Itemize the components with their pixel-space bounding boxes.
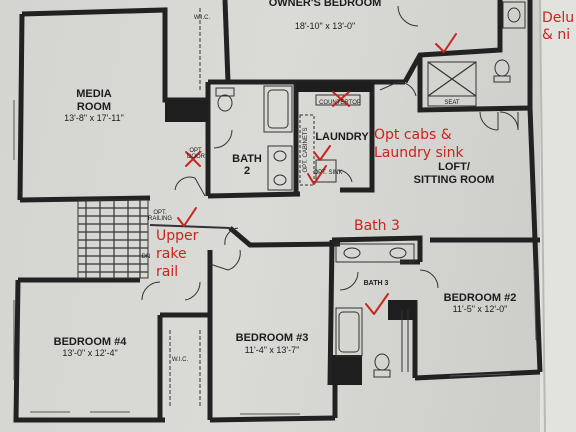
owners-bedroom-label: OWNER'S BEDROOM [269, 0, 382, 9]
opt-door-label-line1: OPT. [189, 148, 203, 154]
media-room-dims: 13'-8" x 17'-11" [64, 113, 124, 123]
vanity-icon [335, 243, 415, 263]
checkmark-icon [435, 33, 457, 53]
checkmark-icon [313, 145, 331, 161]
note-opt-cabs-line1: Opt cabs & [374, 127, 452, 143]
opt-railing-label-line2: RAILING [148, 216, 172, 222]
bedroom4-label: BEDROOM #4 [54, 336, 128, 348]
loft-label-line2: SITTING ROOM [414, 174, 495, 186]
countertop-outline [315, 94, 361, 106]
wall-chunk [332, 355, 362, 385]
note-upper-rake-line1: Upper [156, 228, 199, 244]
seat-label: SEAT [444, 100, 460, 106]
checkmark-icon [365, 293, 389, 315]
bathtub-icon [335, 307, 363, 357]
toilet-icon [493, 59, 511, 83]
opt-cabinets-label: OPT. CABINETS [303, 127, 309, 172]
bath2-label-line1: BATH [232, 153, 262, 165]
sink-icon [502, 1, 526, 29]
laundry-label: LAUNDRY [315, 131, 369, 143]
opt-sink-label: OPT. SINK [313, 170, 342, 176]
note-upper-rake-line3: rail [156, 264, 178, 280]
vanity-icon [267, 145, 293, 191]
note-upper-rake-line2: rake [156, 246, 187, 262]
wic-bottom-label: W.I.C. [172, 357, 189, 363]
opt-sink-outline [315, 159, 337, 183]
wall-chunk [165, 100, 208, 122]
staircase [77, 199, 149, 279]
note-top-right-line1: Delu [542, 10, 574, 26]
owners-bedroom-dims: 18'-10" x 13'-0" [295, 21, 355, 31]
cross-mark-icon [332, 91, 350, 107]
opt-railing-label-line1: OPT. [153, 210, 167, 216]
stair-dn-label: DN [142, 254, 151, 260]
bedroom2-label: BEDROOM #2 [444, 292, 517, 304]
loft-label-line1: LOFT/ [438, 161, 470, 173]
toilet-icon [373, 353, 391, 378]
bedroom3-dims: 11'-4" x 13'-7" [245, 345, 300, 355]
bedroom3-label: BEDROOM #3 [236, 332, 309, 344]
opt-cabinets-outline [299, 114, 315, 186]
note-top-right-line2: & ni [542, 27, 570, 43]
note-opt-cabs-line2: Laundry sink [374, 145, 465, 161]
bath2-label-line2: 2 [244, 165, 250, 177]
walls [13, 0, 543, 423]
wall-chunk [296, 82, 372, 92]
countertop-label: COUNTERTOP [319, 100, 361, 106]
bedroom4-dims: 13'-0" x 12'-4" [62, 348, 117, 358]
checkmark-icon [177, 207, 197, 227]
bathtub-icon [263, 85, 293, 133]
bedroom2-dims: 11'-5" x 12'-0" [453, 304, 508, 314]
media-room-label-line1: MEDIA [76, 88, 112, 100]
cross-mark-icon [185, 151, 201, 167]
railing [149, 224, 231, 229]
paper-edge [539, 0, 546, 432]
media-room-label-line2: ROOM [77, 101, 111, 113]
opt-door-label-line2: DOOR [187, 154, 206, 160]
bath3-label: BATH 3 [364, 280, 389, 287]
toilet-icon [215, 87, 235, 112]
paper-margin [540, 0, 576, 432]
shower-icon [427, 61, 477, 107]
checkmark-icon [307, 165, 327, 185]
door-swings [141, 5, 519, 301]
wic-top-label: W.I.C. [194, 15, 211, 21]
windows [13, 100, 537, 415]
note-bath3: Bath 3 [354, 218, 400, 234]
